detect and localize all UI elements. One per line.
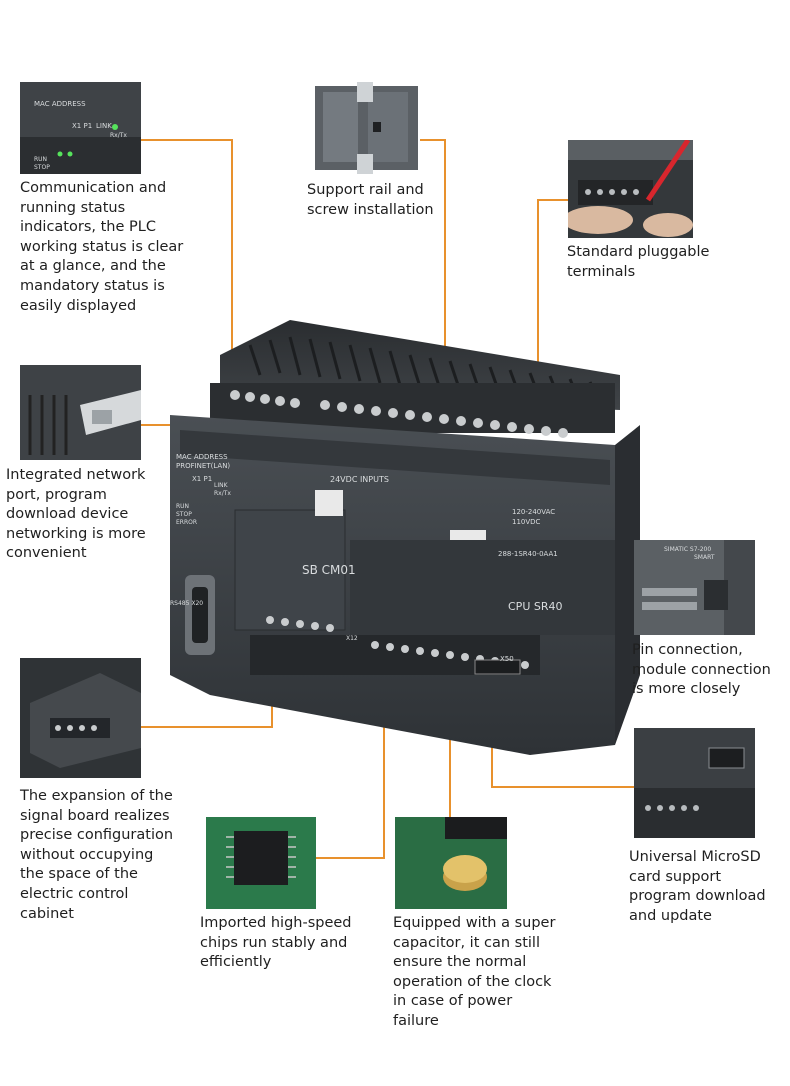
thumb-rxtx-label: Rx/Tx xyxy=(110,132,127,139)
sd-label: X50 xyxy=(500,655,514,663)
rxtx-label: Rx/Tx xyxy=(214,490,231,497)
chips-photo xyxy=(206,817,316,909)
model-label: CPU SR40 xyxy=(508,600,563,613)
thumb-stop-label: STOP xyxy=(34,164,50,171)
super-capacitor-photo xyxy=(395,817,507,909)
thumb-run-label: RUN xyxy=(34,156,48,163)
network-port-photo xyxy=(20,365,141,460)
rail-installation-photo xyxy=(313,82,420,174)
x12-label: X12 xyxy=(346,635,358,642)
thumb-x1p1-label: X1 P1 xyxy=(72,122,93,130)
mac-label: MAC ADDRESS xyxy=(176,453,228,461)
caption-pluggable-terminals: Standard pluggable terminals xyxy=(567,244,710,280)
pluggable-terminals-photo xyxy=(568,140,693,238)
run-label: RUN xyxy=(176,503,190,510)
caption-status-indicators: Communication and running status indicat… xyxy=(20,180,184,314)
rs485-label: RS485 X20 xyxy=(170,600,204,607)
thumb-link-label: LINK xyxy=(96,122,112,130)
caption-chips: Imported high-speed chips run stably and… xyxy=(200,915,352,971)
thumb-mac-label: MAC ADDRESS xyxy=(34,100,86,108)
caption-rail-install: Support rail and screw installation xyxy=(307,182,434,218)
caption-signal-board: The expansion of the signal board realiz… xyxy=(20,788,174,922)
power-label-2: 110VDC xyxy=(512,518,541,526)
port-label: X1 P1 xyxy=(192,475,213,483)
caption-microsd: Universal MicroSD card support program d… xyxy=(629,849,766,924)
caption-pin-connection: Pin connection, module connection is mor… xyxy=(632,642,771,698)
plc-cpu-image xyxy=(170,320,640,755)
thumb-simatic-label: SIMATIC S7-200 xyxy=(664,546,712,553)
error-label: ERROR xyxy=(176,519,198,526)
caption-super-capacitor: Equipped with a super capacitor, it can … xyxy=(393,915,556,1029)
microsd-photo xyxy=(634,728,755,838)
inputs-label: 24VDC INPUTS xyxy=(330,475,389,484)
status-indicators-photo: MAC ADDRESS X1 P1 LINK Rx/Tx RUN STOP xyxy=(20,82,141,174)
pin-connection-photo: SIMATIC S7-200 SMART xyxy=(634,540,755,635)
link-label: LINK xyxy=(214,482,228,489)
part-number: 288-1SR40-0AA1 xyxy=(498,550,558,558)
signal-board-photo xyxy=(20,658,141,778)
power-label: 120-240VAC xyxy=(512,508,556,516)
caption-network-port: Integrated network port, program downloa… xyxy=(6,467,146,562)
signal-board-label: SB CM01 xyxy=(302,563,356,577)
profinet-label: PROFINET(LAN) xyxy=(176,462,231,470)
thumb-smart-label: SMART xyxy=(694,554,715,561)
stop-label: STOP xyxy=(176,511,192,518)
